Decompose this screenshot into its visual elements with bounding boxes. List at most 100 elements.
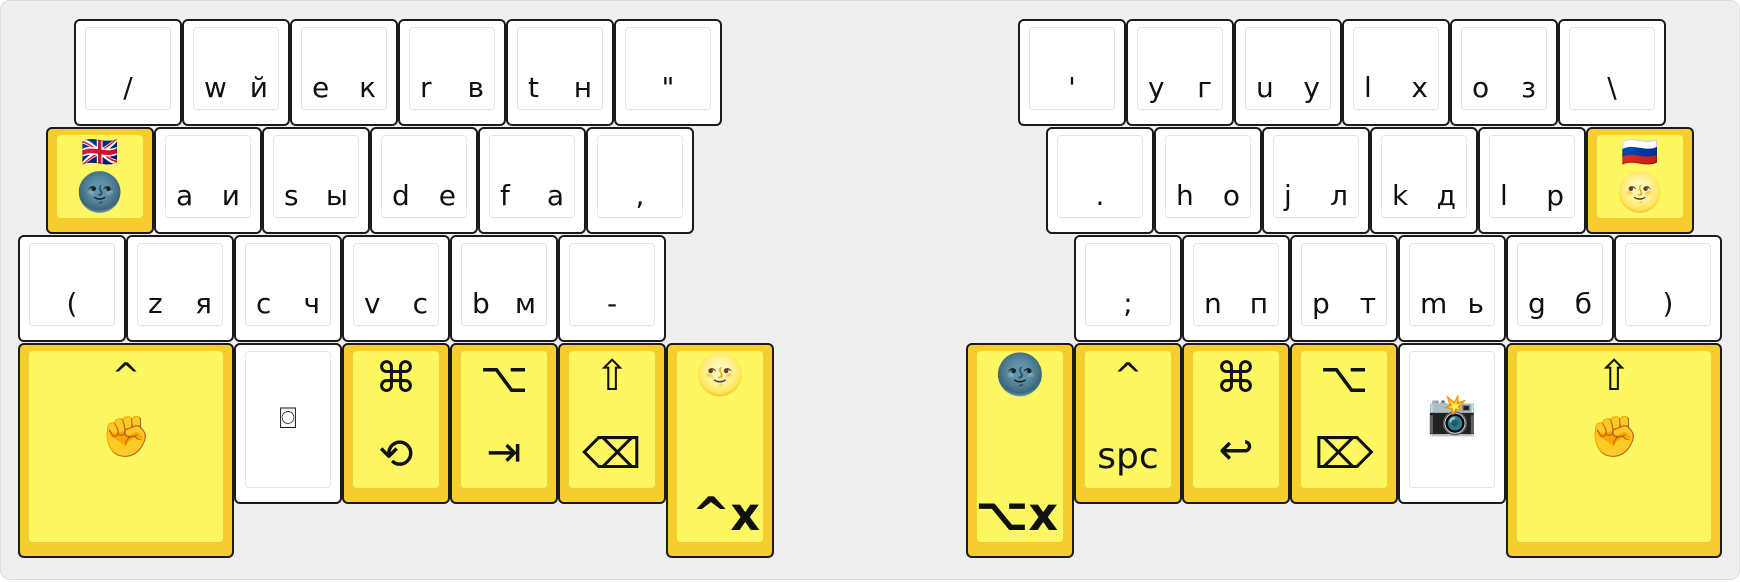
key-legend-cyrillic: п — [1249, 287, 1268, 320]
option-x-label: ⌥x — [975, 487, 1058, 541]
key-legend: / — [123, 71, 133, 104]
key-legend-latin: l — [1364, 71, 1372, 104]
key-minus: - — [558, 235, 666, 342]
key-legend-latin: d — [392, 179, 410, 212]
key-legend-cyrillic: в — [467, 71, 484, 104]
raised-fist-icon: ✊ — [1589, 414, 1639, 460]
key-legend-cyrillic: и — [221, 179, 240, 212]
uk-flag-icon: 🇬🇧 — [81, 135, 119, 170]
key-left-shift: ⇧ ⌫ — [558, 343, 666, 504]
key-legend-cyrillic: е — [438, 179, 456, 212]
key-close-paren: ) — [1614, 235, 1722, 342]
option-icon: ⌥ — [1319, 353, 1369, 402]
key-legend-cyrillic: м — [514, 287, 536, 320]
key-legend-cyrillic: к — [359, 71, 376, 104]
key-legend-latin: l — [1500, 179, 1508, 212]
key-right-option: ⌥ ⌦ — [1290, 343, 1398, 504]
key-legend-cyrillic: а — [546, 179, 564, 212]
key-legend-latin: t — [528, 71, 539, 104]
key-legend-cyrillic: р — [1546, 179, 1564, 212]
key-legend: ( — [66, 287, 78, 320]
key-legend-cyrillic: я — [195, 287, 212, 320]
key-open-paren: ( — [18, 235, 126, 342]
key-legend-cyrillic: ы — [325, 179, 348, 212]
full-moon-face-icon: 🌝 — [695, 352, 745, 398]
key-legend: , — [635, 179, 645, 212]
camera-flash-icon: 📸 — [1427, 392, 1477, 438]
shift-icon: ⇧ — [594, 351, 630, 400]
key-legend: ' — [1068, 71, 1076, 104]
command-icon: ⌘ — [375, 353, 417, 402]
key-right-command: ⌘ ↩ — [1182, 343, 1290, 504]
key-screenshot: 📸 — [1398, 343, 1506, 504]
forward-delete-icon: ⌦ — [1314, 429, 1374, 478]
key-legend-cyrillic: г — [1197, 71, 1212, 104]
raised-fist-icon: ✊ — [101, 414, 151, 460]
key-right-moon-layer: 🌚 ⌥x — [966, 343, 1074, 558]
key-legend-cyrillic: д — [1436, 179, 1456, 212]
full-moon-face-icon: 🌝 — [1616, 170, 1664, 214]
key-lang-english: 🇬🇧 🌚 — [46, 127, 154, 234]
key-legend-cyrillic: б — [1574, 287, 1592, 320]
key-legend-cyrillic: з — [1521, 71, 1536, 104]
key-legend-latin: o — [1472, 71, 1490, 104]
key-legend-latin: n — [1204, 287, 1222, 320]
lang-switch-icon: ⌼ — [279, 401, 297, 436]
control-caret-icon: ^ — [111, 356, 141, 396]
key-double-quote: " — [614, 19, 722, 126]
key-legend-cyrillic: о — [1222, 179, 1240, 212]
key-legend-cyrillic: х — [1411, 71, 1428, 104]
key-legend-latin: u — [1256, 71, 1274, 104]
ctrl-x-label: ^x — [691, 487, 760, 541]
key-legend-cyrillic: у — [1303, 71, 1320, 104]
key-legend-latin: r — [420, 71, 432, 104]
space-label: spc — [1097, 436, 1159, 477]
key-lang-switch: ⌼ — [234, 343, 342, 504]
key-left-control: ^ ✊ — [18, 343, 234, 558]
shift-icon: ⇧ — [1596, 351, 1632, 400]
russia-flag-icon: 🇷🇺 — [1621, 135, 1659, 170]
undo-history-icon: ⟲ — [378, 429, 414, 478]
key-right-control-space: ^ spc — [1074, 343, 1182, 504]
key-legend-latin: k — [1392, 179, 1409, 212]
new-moon-face-icon: 🌚 — [995, 352, 1045, 398]
key-legend-latin: c — [256, 287, 272, 320]
tab-icon: ⇥ — [486, 427, 522, 476]
key-legend-latin: w — [204, 71, 227, 104]
key-legend-cyrillic: н — [573, 71, 592, 104]
key-legend-latin: s — [284, 179, 299, 212]
key-right-shift: ⇧ ✊ — [1506, 343, 1722, 558]
key-legend-latin: v — [364, 287, 381, 320]
key-legend-cyrillic: л — [1330, 179, 1348, 212]
key-legend-cyrillic: й — [249, 71, 268, 104]
key-semicolon: ; — [1074, 235, 1182, 342]
return-icon: ↩ — [1218, 425, 1254, 474]
key-left-moon-layer: 🌝 ^x — [666, 343, 774, 558]
command-icon: ⌘ — [1215, 353, 1257, 402]
option-icon: ⌥ — [479, 353, 529, 402]
key-legend-latin: a — [176, 179, 194, 212]
new-moon-face-icon: 🌚 — [76, 170, 124, 214]
key-legend-latin: e — [312, 71, 330, 104]
key-legend-cyrillic: т — [1359, 287, 1376, 320]
